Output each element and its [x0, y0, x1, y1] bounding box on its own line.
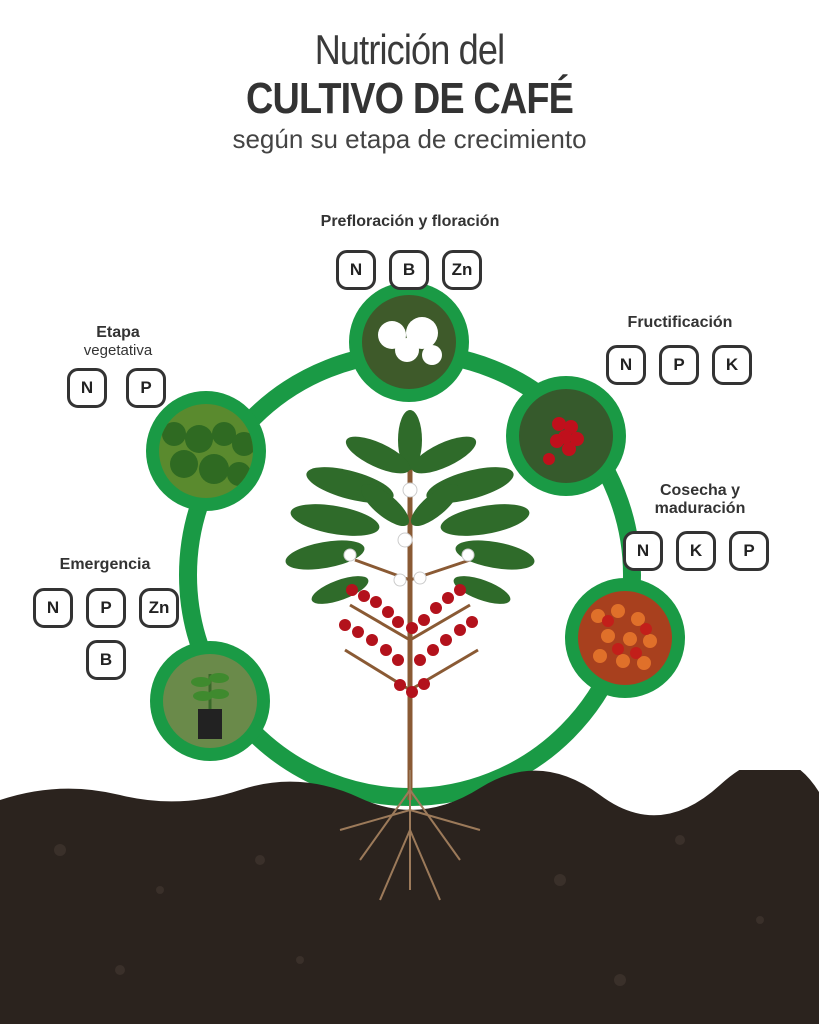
nutrient-badge: B: [389, 250, 429, 290]
stage-label-cosecha-line2: maduración: [654, 500, 746, 517]
nutrient-badge: N: [623, 531, 663, 571]
coffee-field-icon: [162, 422, 253, 486]
nutrient-badge: P: [86, 588, 126, 628]
nutrient-badge: K: [712, 345, 752, 385]
nutrient-badge: N: [33, 588, 73, 628]
stage-label-cosecha: Cosecha y maduración: [630, 482, 770, 518]
photo-cosecha: [565, 578, 685, 698]
photo-prefloracion: [349, 282, 469, 402]
nutrient-badge: P: [126, 368, 166, 408]
roots-illustration: [339, 770, 481, 901]
nutrient-badge: Zn: [139, 588, 179, 628]
stage-label-fructificacion: Fructificación: [627, 314, 733, 331]
stage-label-prefloracion: Prefloración y floración: [320, 213, 500, 230]
photo-fructificacion: [506, 376, 626, 496]
nutrient-badge: N: [67, 368, 107, 408]
title-line-2: CULTIVO DE CAFÉ: [246, 74, 574, 123]
nutrient-badge: B: [86, 640, 126, 680]
nutrient-badge: P: [729, 531, 769, 571]
stage-label-vegetativa: Etapa vegetativa: [58, 324, 178, 359]
stage-label-vegetativa-line1: Etapa: [96, 324, 140, 341]
stage-label-emergencia: Emergencia: [59, 556, 151, 573]
stage-label-cosecha-line1: Cosecha y: [659, 482, 741, 499]
coffee-plant-illustration: [285, 410, 535, 800]
nutrient-badge: Zn: [442, 250, 482, 290]
coffee-flowers-icon: [378, 317, 442, 365]
nutrient-badge: N: [336, 250, 376, 290]
soil-ground: [0, 770, 819, 1024]
title-line-1: Nutrición del: [314, 26, 505, 73]
photo-vegetativa: [146, 391, 266, 511]
harvested-cherries-icon: [591, 604, 657, 670]
nutrient-badge: N: [606, 345, 646, 385]
nutrient-badge: P: [659, 345, 699, 385]
seedling-icon: [191, 673, 229, 739]
stage-label-vegetativa-line2: vegetativa: [83, 342, 153, 359]
subtitle: según su etapa de crecimiento: [232, 124, 587, 154]
nutrient-badge: K: [676, 531, 716, 571]
red-cherries-icon: [543, 417, 584, 465]
photo-emergencia: [150, 641, 270, 761]
